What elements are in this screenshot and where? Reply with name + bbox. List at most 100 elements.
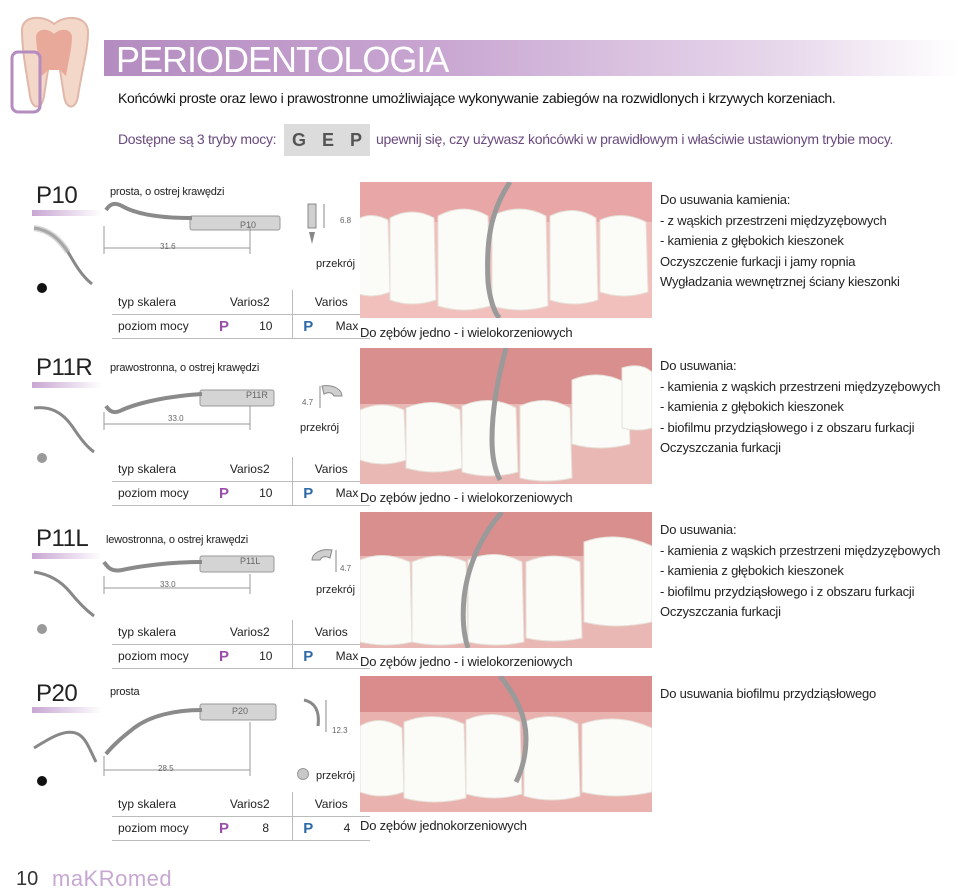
photo-caption: Do zębów jedno - i wielokorzeniowych bbox=[360, 490, 573, 505]
col-varios2: Varios2 bbox=[208, 457, 293, 482]
power-mode-b: P bbox=[303, 819, 314, 837]
mode-p: P bbox=[349, 129, 362, 150]
photo-caption: Do zębów jednokorzeniowych bbox=[360, 818, 527, 833]
section-dimension: 4.7 bbox=[340, 564, 352, 573]
power-modes-label: Dostępne są 3 tryby mocy: bbox=[118, 131, 277, 147]
section-dimension: 6.8 bbox=[340, 216, 352, 225]
dot-indicator bbox=[37, 283, 47, 293]
cross-section-icon bbox=[304, 546, 344, 587]
power-value-b: 4 bbox=[324, 816, 370, 841]
mode-e: E bbox=[321, 129, 334, 150]
clinical-photo bbox=[360, 512, 652, 648]
uses-item: Oczyszczenie furkacji i jamy ropnia bbox=[660, 253, 856, 269]
power-value-a: 10 bbox=[240, 644, 293, 669]
row-type-label: typ skalera bbox=[112, 792, 208, 817]
row-power: poziom mocy P 8 P 4 bbox=[112, 816, 370, 841]
uses-item: - kamienia z głębokich kieszonek bbox=[660, 399, 844, 414]
spec-table: typ skalera Varios2 Varios poziom mocy P… bbox=[112, 620, 370, 669]
power-mode-b: P bbox=[303, 484, 314, 502]
mode-g: G bbox=[291, 129, 306, 150]
col-varios2: Varios2 bbox=[208, 620, 293, 645]
tip-drawing bbox=[100, 548, 290, 603]
power-value-a: 10 bbox=[240, 481, 293, 506]
tip-drawing bbox=[100, 196, 290, 267]
section-label: przekrój bbox=[300, 422, 340, 434]
section-dimension: 4.7 bbox=[302, 398, 314, 407]
tip-drawing bbox=[100, 376, 290, 441]
power-value-b: Max bbox=[324, 481, 370, 506]
uses-item: - kamienia z wąskich przestrzeni międzyz… bbox=[660, 542, 941, 558]
clinical-photo bbox=[360, 676, 652, 812]
uses-item: Do usuwania: bbox=[660, 522, 737, 537]
intro-text: Końcówki proste oraz lewo i prawostronne… bbox=[118, 90, 836, 106]
photo-caption: Do zębów jedno - i wielokorzeniowych bbox=[360, 654, 573, 669]
clinical-photo bbox=[360, 348, 652, 484]
col-varios: Varios bbox=[292, 290, 370, 315]
uses-item: - biofilmu przydziąsłowego i z obszaru f… bbox=[660, 583, 915, 599]
power-value-b: Max bbox=[324, 314, 370, 339]
row-type: typ skalera Varios2 Varios bbox=[112, 620, 370, 645]
row-power-label: poziom mocy bbox=[112, 314, 208, 339]
section-label: przekrój bbox=[316, 770, 356, 782]
tip-side-view bbox=[30, 222, 100, 297]
brand-logo: maKRomed bbox=[52, 866, 173, 891]
tip-side-view bbox=[30, 718, 100, 773]
title-band bbox=[104, 40, 960, 76]
col-varios: Varios bbox=[292, 457, 370, 482]
power-mode-a: P bbox=[218, 317, 229, 335]
uses-item: - kamienia z głębokich kieszonek bbox=[660, 233, 844, 248]
power-mode-a: P bbox=[218, 819, 229, 837]
dot-indicator bbox=[37, 453, 47, 463]
product-description: prosta, o ostrej krawędzi bbox=[110, 186, 225, 198]
power-mode-a: P bbox=[218, 484, 229, 502]
power-modes-box: G E P bbox=[284, 124, 370, 156]
uses-item: Do usuwania kamienia: bbox=[660, 192, 791, 207]
row-power-label: poziom mocy bbox=[112, 481, 208, 506]
length-dimension: 33.0 bbox=[160, 580, 176, 589]
col-varios2: Varios2 bbox=[208, 290, 293, 315]
page-title: PERIODENTOLOGIA bbox=[116, 39, 449, 80]
row-power-label: poziom mocy bbox=[112, 644, 208, 669]
length-dimension: 28.5 bbox=[158, 764, 174, 773]
code-underline bbox=[32, 553, 102, 559]
length-dimension: 31.6 bbox=[160, 242, 176, 251]
length-dimension: 33.0 bbox=[168, 414, 184, 423]
row-type: typ skalera Varios2 Varios bbox=[112, 457, 370, 482]
photo-caption: Do zębów jedno - i wielokorzeniowych bbox=[360, 325, 573, 340]
row-type: typ skalera Varios2 Varios bbox=[112, 792, 370, 817]
dot-indicator bbox=[37, 624, 47, 634]
row-power: poziom mocy P 10 P Max bbox=[112, 314, 370, 339]
uses-item: - kamienia z głębokich kieszonek bbox=[660, 563, 844, 578]
col-varios2: Varios2 bbox=[208, 792, 293, 817]
uses-item: Do usuwania: bbox=[660, 358, 737, 373]
row-type-label: typ skalera bbox=[112, 290, 208, 315]
uses-item: - z wąskich przestrzeni międzyzębowych bbox=[660, 212, 887, 228]
uses-list: Do usuwania biofilmu przydziąsłowego bbox=[660, 684, 876, 705]
section-dimension: 12.3 bbox=[332, 726, 348, 735]
cross-section-icon bbox=[300, 696, 330, 741]
row-power: poziom mocy P 10 P Max bbox=[112, 481, 370, 506]
product-description: lewostronna, o ostrej krawędzi bbox=[106, 534, 248, 546]
power-value-a: 10 bbox=[240, 314, 293, 339]
row-type-label: typ skalera bbox=[112, 457, 208, 482]
power-value-a: 8 bbox=[240, 816, 293, 841]
tip-label: P11R bbox=[246, 390, 268, 400]
cross-section-icon bbox=[312, 382, 352, 427]
tip-side-view bbox=[30, 566, 100, 627]
power-modes-note: upewnij się, czy używasz końcówki w praw… bbox=[376, 131, 894, 147]
row-type: typ skalera Varios2 Varios bbox=[112, 290, 370, 315]
spec-table: typ skalera Varios2 Varios poziom mocy P… bbox=[112, 457, 370, 506]
product-description: prosta bbox=[110, 686, 140, 698]
tip-drawing bbox=[100, 698, 290, 783]
uses-item: - kamienia z wąskich przestrzeni międzyz… bbox=[660, 378, 941, 394]
tip-side-view bbox=[30, 398, 100, 463]
page-number: 10 bbox=[16, 868, 39, 890]
uses-list: Do usuwania: - kamienia z wąskich przest… bbox=[660, 356, 941, 459]
cross-section-icon bbox=[300, 200, 340, 255]
product-code-p20: P20 bbox=[36, 680, 78, 707]
row-power: poziom mocy P 10 P Max bbox=[112, 644, 370, 669]
spec-table: typ skalera Varios2 Varios poziom mocy P… bbox=[112, 290, 370, 339]
code-underline bbox=[32, 210, 102, 216]
tooth-logo-icon bbox=[8, 10, 100, 116]
section-label: przekrój bbox=[316, 258, 356, 270]
